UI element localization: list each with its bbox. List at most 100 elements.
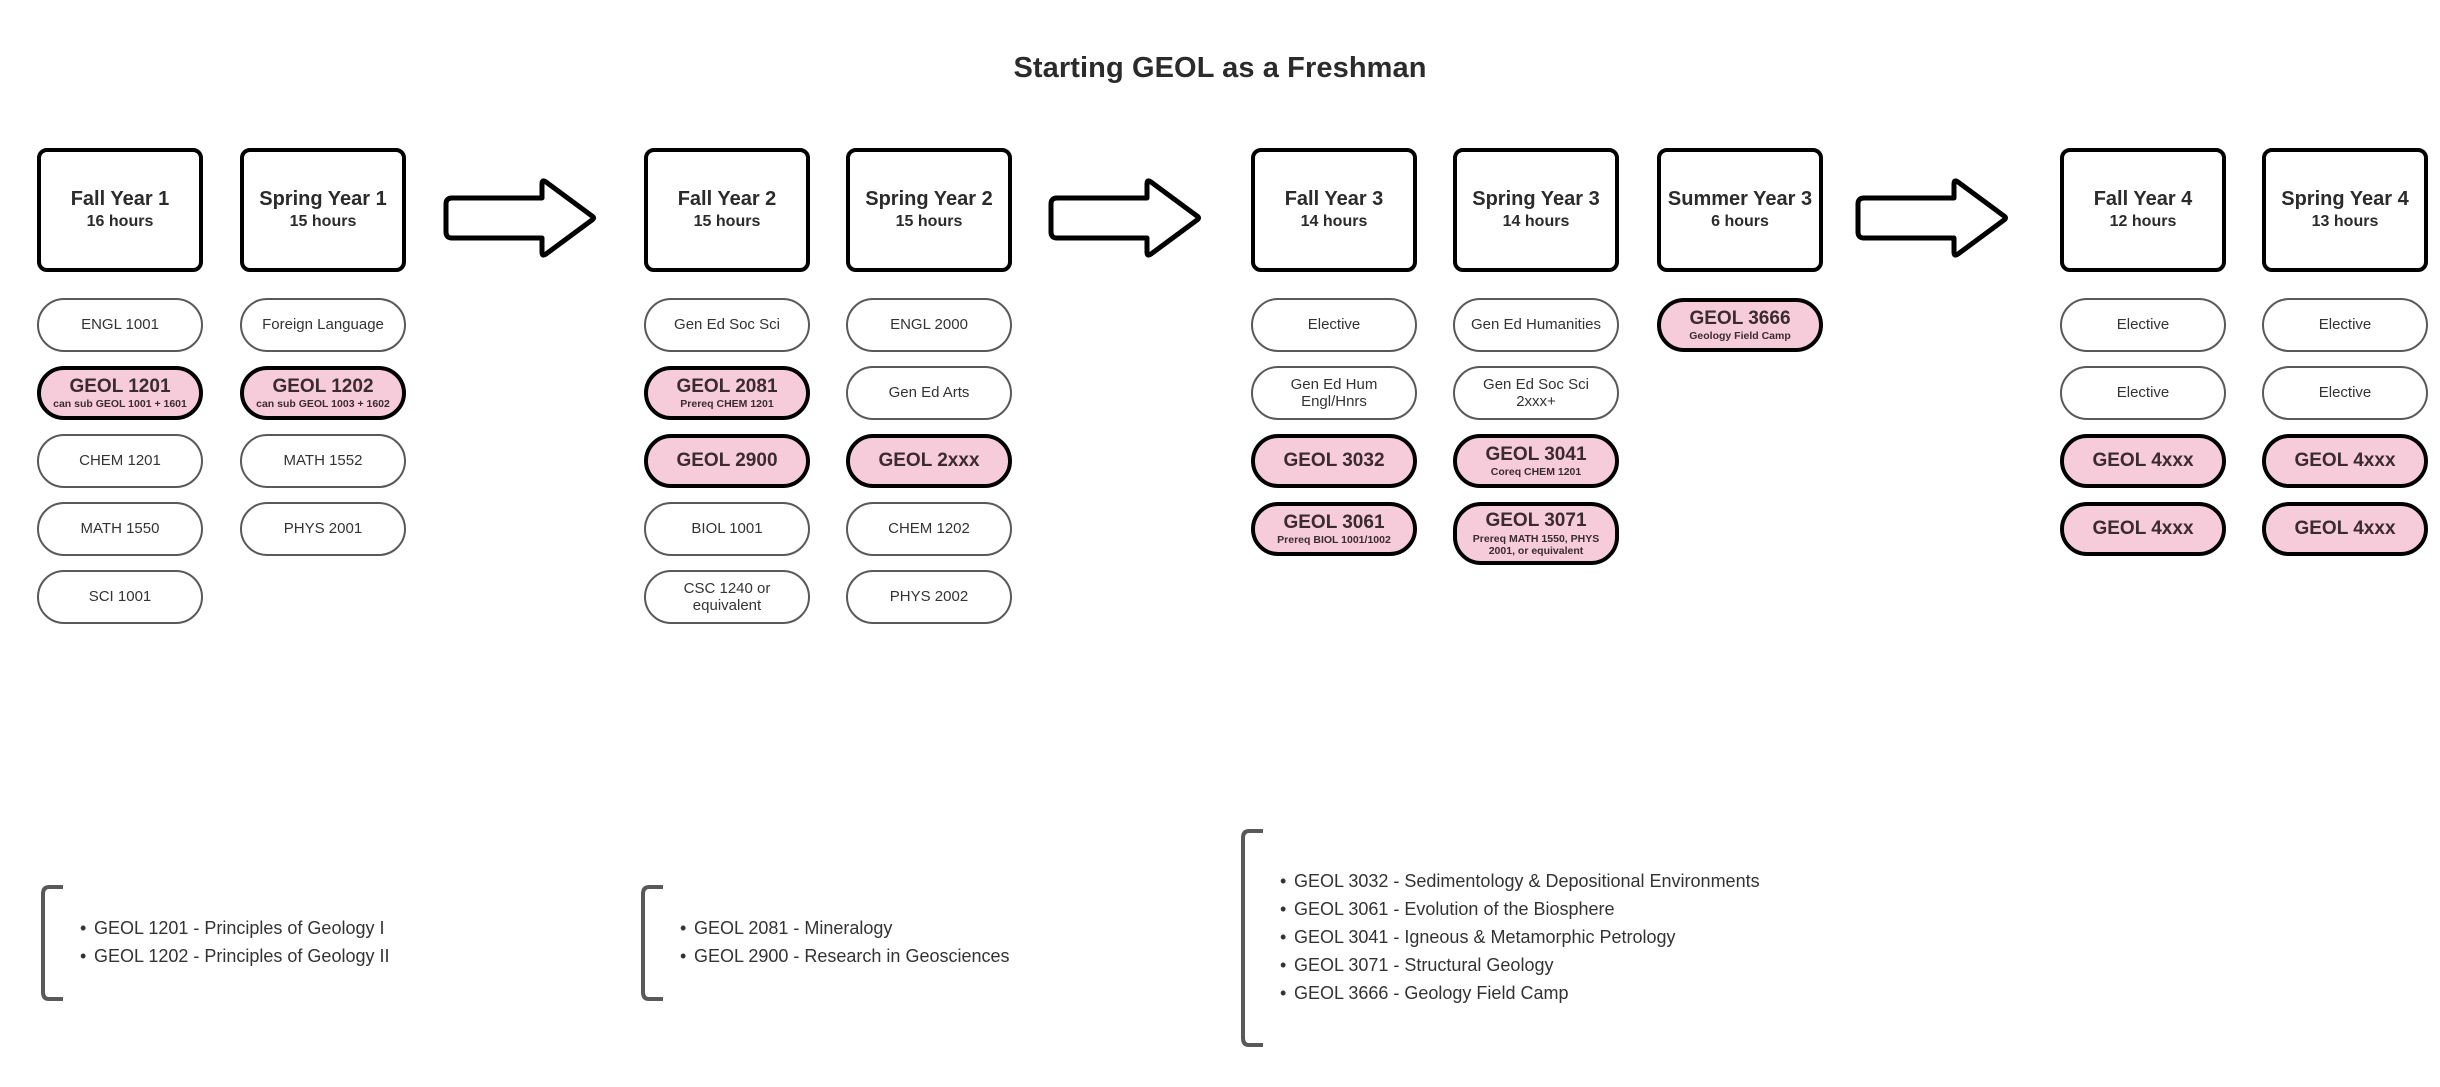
course-pill[interactable]: Gen Ed Hum Engl/Hnrs (1251, 366, 1417, 420)
course-pill[interactable]: PHYS 2001 (240, 502, 406, 556)
course-pill[interactable]: Foreign Language (240, 298, 406, 352)
term-header-spring-year-1[interactable]: Spring Year 1 15 hours (240, 148, 406, 272)
course-pill[interactable]: CSC 1240 or equivalent (644, 570, 810, 624)
page-title: Starting GEOL as a Freshman (1013, 52, 1427, 84)
course-note: can sub GEOL 1001 + 1601 (53, 398, 187, 411)
arrow-year3-to-year4 (1852, 178, 2012, 263)
course-pill[interactable]: CHEM 1201 (37, 434, 203, 488)
term-name: Fall Year 2 (677, 187, 777, 210)
course-code: GEOL 4xxx (2294, 518, 2396, 540)
legend-item: • GEOL 1201 - Principles of Geology I (80, 915, 389, 943)
course-pill[interactable]: Elective (2262, 366, 2428, 420)
course-pill[interactable]: PHYS 2002 (846, 570, 1012, 624)
course-pill[interactable]: GEOL 2900 (644, 434, 810, 488)
legend-item-label: GEOL 1201 - Principles of Geology I (94, 918, 385, 939)
course-pill[interactable]: MATH 1552 (240, 434, 406, 488)
course-code: ENGL 1001 (81, 316, 159, 334)
course-pill[interactable]: GEOL 4xxx (2060, 502, 2226, 556)
course-pill[interactable]: Elective (2262, 298, 2428, 352)
term-name: Fall Year 1 (70, 187, 170, 210)
course-code: Gen Ed Soc Sci (674, 316, 780, 334)
course-pill[interactable]: GEOL 3032 (1251, 434, 1417, 488)
legend-bracket (640, 884, 664, 1002)
legend-item-label: GEOL 3061 - Evolution of the Biosphere (1294, 899, 1615, 920)
course-pill[interactable]: SCI 1001 (37, 570, 203, 624)
course-pill[interactable]: ENGL 2000 (846, 298, 1012, 352)
course-pill[interactable]: MATH 1550 (37, 502, 203, 556)
course-code: Elective (2318, 316, 2372, 334)
course-pill[interactable]: Elective (2060, 298, 2226, 352)
legend-item-label: GEOL 3032 - Sedimentology & Depositional… (1294, 871, 1760, 892)
course-pill[interactable]: GEOL 4xxx (2060, 434, 2226, 488)
course-code: Gen Ed Soc Sci 2xxx+ (1483, 375, 1589, 410)
course-code: MATH 1552 (283, 452, 363, 470)
course-code: GEOL 1202 (272, 375, 374, 397)
bullet-icon: • (80, 918, 87, 939)
course-pill[interactable]: Elective (2060, 366, 2226, 420)
course-pill[interactable]: BIOL 1001 (644, 502, 810, 556)
arrow-year1-to-year2 (440, 178, 600, 263)
course-note: can sub GEOL 1003 + 1602 (256, 398, 390, 411)
course-pill[interactable]: ENGL 1001 (37, 298, 203, 352)
legend-item-label: GEOL 2900 - Research in Geosciences (694, 946, 1010, 966)
course-note: Prereq MATH 1550, PHYS 2001, or equivale… (1472, 532, 1600, 557)
term-hours: 15 hours (289, 213, 357, 231)
legend-item: •GEOL 3071 - Structural Geology (1280, 952, 1760, 980)
course-pill[interactable]: GEOL 4xxx (2262, 434, 2428, 488)
legend-item-label: GEOL 2081 - Mineralogy (694, 918, 893, 939)
legend-items: • GEOL 2081 - Mineralogy • GEOL 2900 - Rese… (664, 884, 1010, 1002)
term-hours: 16 hours (86, 213, 154, 231)
course-code: GEOL 3071 (1485, 510, 1587, 531)
course-pill[interactable]: Gen Ed Soc Sci (644, 298, 810, 352)
course-pill[interactable]: GEOL 4xxx (2262, 502, 2428, 556)
course-note: Prereq CHEM 1201 (680, 398, 774, 411)
legend-item: • GEOL 3061 - Evolution of the Biosphere (1280, 896, 1760, 924)
term-name: Spring Year 1 (259, 187, 387, 210)
course-pill[interactable]: Elective (1251, 298, 1417, 352)
course-pill[interactable]: GEOL 2xxx (846, 434, 1012, 488)
legend-item: • GEOL 2900 - Research in Geosciences (680, 943, 1010, 971)
bullet-icon: • (1280, 954, 1287, 975)
bullet-icon: • (1280, 899, 1287, 920)
legend-bracket (1240, 828, 1264, 1048)
term-hours: 15 hours (895, 213, 963, 231)
course-pill[interactable]: Gen Ed Humanities (1453, 298, 1619, 352)
bullet-icon: • (680, 946, 687, 966)
course-code: CHEM 1201 (79, 452, 161, 470)
term-name: Summer Year 3 (1667, 187, 1813, 210)
course-pill[interactable]: Gen Ed Arts (846, 366, 1012, 420)
term-header-fall-year-1[interactable]: Fall Year 1 16 hours (37, 148, 203, 272)
course-code: MATH 1550 (80, 520, 160, 538)
course-code: Gen Ed Arts (888, 384, 970, 402)
course-code: GEOL 4xxx (2092, 450, 2194, 472)
legend-item: •GEOL 3041 - Igneous & Metamorphic Petro… (1280, 924, 1760, 952)
legend-item: •GEOL 1202 - Principles of Geology II (80, 943, 389, 971)
course-pill[interactable]: CHEM 1202 (846, 502, 1012, 556)
course-pill[interactable]: Gen Ed Soc Sci 2xxx+ (1453, 366, 1619, 420)
